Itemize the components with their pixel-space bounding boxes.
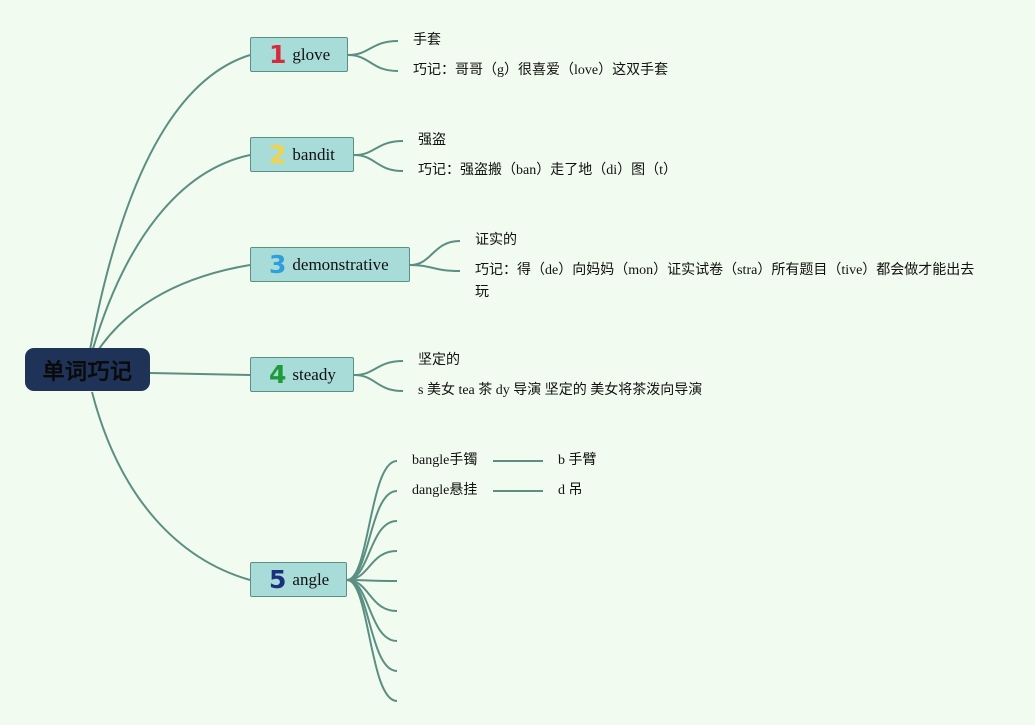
angle-sub-dangle[interactable]: dangle悬挂 bbox=[412, 483, 478, 498]
number-1-icon: 1 bbox=[269, 40, 287, 69]
link-root-glove bbox=[89, 54, 251, 351]
link-demonstrative-leaf-1 bbox=[409, 264, 461, 272]
link-angle-leaf-2 bbox=[346, 520, 398, 581]
angle-related-d[interactable]: d 吊 bbox=[558, 483, 583, 498]
tip-demonstrative[interactable]: 巧记：得（de）向妈妈（mon）证实试卷（stra）所有题目（tive）都会做才… bbox=[475, 263, 975, 300]
link-angle-leaf-1 bbox=[346, 490, 398, 581]
tip-bandit[interactable]: 巧记：强盗搬（ban）走了地（di）图（t） bbox=[418, 163, 677, 178]
number-3-icon: 3 bbox=[269, 250, 287, 279]
word-node-steady[interactable]: 4 steady bbox=[250, 357, 354, 392]
angle-sub-bangle[interactable]: bangle手镯 bbox=[412, 453, 478, 468]
word-node-demonstrative[interactable]: 3 demonstrative bbox=[250, 247, 410, 282]
word-node-angle[interactable]: 5 angle bbox=[250, 562, 347, 597]
meaning-bandit[interactable]: 强盗 bbox=[418, 133, 446, 148]
meaning-glove[interactable]: 手套 bbox=[413, 33, 441, 48]
word-label: bandit bbox=[292, 144, 335, 164]
word-label: demonstrative bbox=[292, 254, 389, 274]
meaning-demonstrative[interactable]: 证实的 bbox=[475, 233, 517, 248]
number-5-icon: 5 bbox=[269, 565, 287, 594]
link-root-steady bbox=[149, 372, 251, 376]
link-glove-leaf-1 bbox=[347, 54, 399, 72]
word-node-bandit[interactable]: 2 bandit bbox=[250, 137, 354, 172]
word-label: glove bbox=[292, 44, 331, 64]
link-steady-leaf-1 bbox=[353, 374, 404, 392]
link-root-angle bbox=[91, 391, 251, 581]
word-label: angle bbox=[292, 569, 330, 589]
word-node-glove[interactable]: 1 glove bbox=[250, 37, 348, 72]
link-glove-leaf-0 bbox=[347, 40, 399, 56]
meaning-steady[interactable]: 坚定的 bbox=[418, 353, 460, 368]
link-root-demonstrative bbox=[94, 264, 251, 356]
tip-steady[interactable]: s 美女 tea 茶 dy 导演 坚定的 美女将茶泼向导演 bbox=[418, 383, 703, 398]
root-label: 单词巧记 bbox=[42, 359, 133, 385]
number-4-icon: 4 bbox=[269, 360, 287, 389]
link-bandit-leaf-0 bbox=[353, 140, 404, 156]
root-node[interactable]: 单词巧记 bbox=[25, 348, 150, 391]
tip-glove[interactable]: 巧记：哥哥（g）很喜爱（love）这双手套 bbox=[413, 63, 669, 78]
word-label: steady bbox=[292, 364, 336, 384]
angle-related-b[interactable]: b 手臂 bbox=[558, 453, 597, 468]
link-bandit-leaf-1 bbox=[353, 154, 404, 172]
link-steady-leaf-0 bbox=[353, 360, 404, 376]
number-2-icon: 2 bbox=[269, 140, 287, 169]
link-angle-leaf-7 bbox=[346, 579, 398, 672]
link-root-bandit bbox=[91, 154, 251, 353]
link-demonstrative-leaf-0 bbox=[409, 240, 461, 266]
link-angle-leaf-0 bbox=[346, 460, 398, 581]
link-angle-leaf-8 bbox=[346, 579, 398, 702]
